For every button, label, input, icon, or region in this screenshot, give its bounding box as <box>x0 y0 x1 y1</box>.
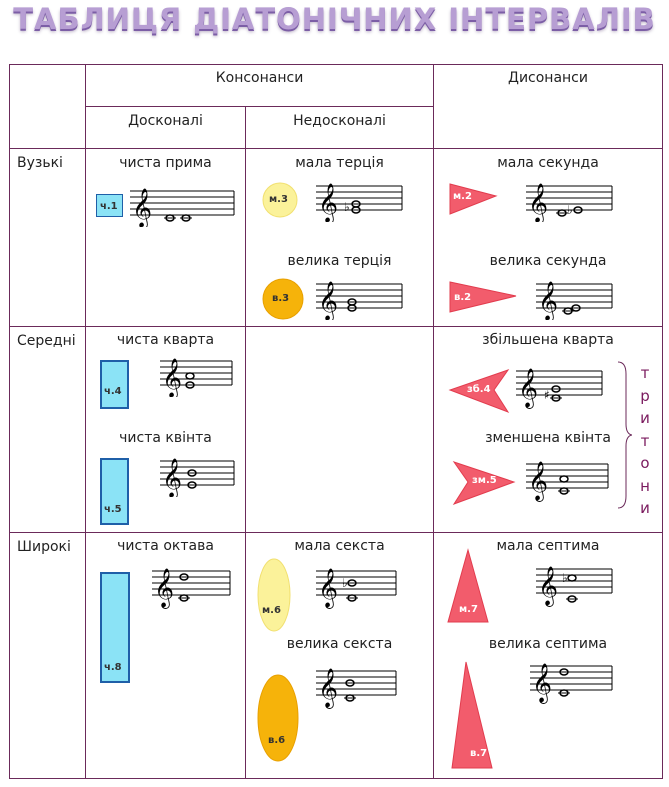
staff-M7: 𝄞 <box>530 663 613 704</box>
badge-m6: м.6 <box>257 558 291 632</box>
row-label-narrow: Вузькі <box>17 155 63 171</box>
treble-clef-icon: 𝄞 <box>528 461 548 502</box>
staff-m3: 𝄞 ♭ <box>316 183 403 222</box>
staff-p4: 𝄞 <box>160 358 233 397</box>
interval-name-p4: чиста кварта <box>116 332 215 348</box>
staff-p1: 𝄞 <box>130 188 235 227</box>
treble-clef-icon: 𝄞 <box>162 458 182 497</box>
header-perfect: Досконалі <box>128 113 203 129</box>
row-label-wide: Широкі <box>17 539 71 555</box>
interval-name-m2: мала секунда <box>497 155 599 171</box>
header-consonances: Консонанси <box>215 70 304 86</box>
staff-p5: 𝄞 <box>160 458 235 497</box>
treble-clef-icon: 𝄞 <box>538 281 558 320</box>
interval-name-m6: мала секста <box>294 538 385 554</box>
page-title: ТАБЛИЦЯ ДІАТОНІЧНИХ ІНТЕРВАЛІВ <box>13 2 656 36</box>
staff-M2: 𝄞 <box>536 281 613 320</box>
staff-aug4: 𝄞 ♯ <box>516 368 603 409</box>
badge-aug4: зб.4 <box>448 368 510 414</box>
staff-p8: 𝄞 <box>152 568 231 609</box>
treble-clef-icon: 𝄞 <box>154 568 174 609</box>
treble-clef-icon: 𝄞 <box>518 368 538 409</box>
interval-name-m7: мала септима <box>496 538 600 554</box>
staff-m7: 𝄞 ♭ <box>536 566 613 607</box>
interval-name-aug4: збільшена кварта <box>482 332 614 348</box>
interval-name-p8: чиста октава <box>117 538 214 554</box>
treble-clef-icon: 𝄞 <box>318 183 338 222</box>
interval-name-M7: велика септима <box>488 636 608 652</box>
staff-dim5: 𝄞 <box>526 461 609 502</box>
badge-M3: в.3 <box>262 278 304 320</box>
staff-M6: 𝄞 <box>316 668 397 709</box>
badge-m7: м.7 <box>446 548 490 624</box>
interval-name-M2: велика секунда <box>489 253 607 269</box>
badge-m2: м.2 <box>448 182 498 216</box>
badge-p1: ч.1 <box>96 194 124 218</box>
interval-name-m3: мала терція <box>295 155 384 171</box>
row-label-middle: Середні <box>17 333 76 349</box>
tritone-brace <box>617 361 632 509</box>
badge-p8: ч.8 <box>100 572 131 684</box>
treble-clef-icon: 𝄞 <box>162 358 182 397</box>
treble-clef-icon: 𝄞 <box>318 281 338 320</box>
interval-name-p5: чиста квінта <box>119 430 212 446</box>
flat-icon: ♭ <box>342 576 348 590</box>
badge-p5: ч.5 <box>100 458 130 526</box>
interval-name-M3: велика терція <box>287 253 392 269</box>
treble-clef-icon: 𝄞 <box>318 568 338 609</box>
badge-M7: в.7 <box>450 660 494 770</box>
flat-icon: ♭ <box>562 571 568 585</box>
treble-clef-icon: 𝄞 <box>538 566 558 607</box>
flat-icon: ♭ <box>344 200 350 214</box>
staff-M3: 𝄞 <box>316 281 403 320</box>
staff-m2: 𝄞 ♭ <box>526 183 613 222</box>
treble-clef-icon: 𝄞 <box>318 668 338 709</box>
treble-clef-icon: 𝄞 <box>528 183 548 222</box>
staff-m6: 𝄞 ♭ <box>316 568 397 609</box>
flat-icon: ♭ <box>567 203 573 217</box>
header-dissonances: Дисонанси <box>508 70 588 86</box>
interval-name-p1: чиста прима <box>119 155 212 171</box>
tritone-label: т р и т о н и <box>640 364 650 517</box>
badge-p4: ч.4 <box>100 360 130 410</box>
badge-m3: м.3 <box>262 182 298 218</box>
header-imperfect: Недосконалі <box>293 113 386 129</box>
badge-M6: в.6 <box>257 674 299 762</box>
sharp-icon: ♯ <box>544 388 550 402</box>
badge-dim5: зм.5 <box>452 460 516 506</box>
treble-clef-icon: 𝄞 <box>132 188 152 227</box>
interval-name-dim5: зменшена квінта <box>485 430 611 446</box>
badge-M2: в.2 <box>448 280 518 314</box>
interval-name-M6: велика секста <box>286 636 393 652</box>
treble-clef-icon: 𝄞 <box>532 663 552 704</box>
